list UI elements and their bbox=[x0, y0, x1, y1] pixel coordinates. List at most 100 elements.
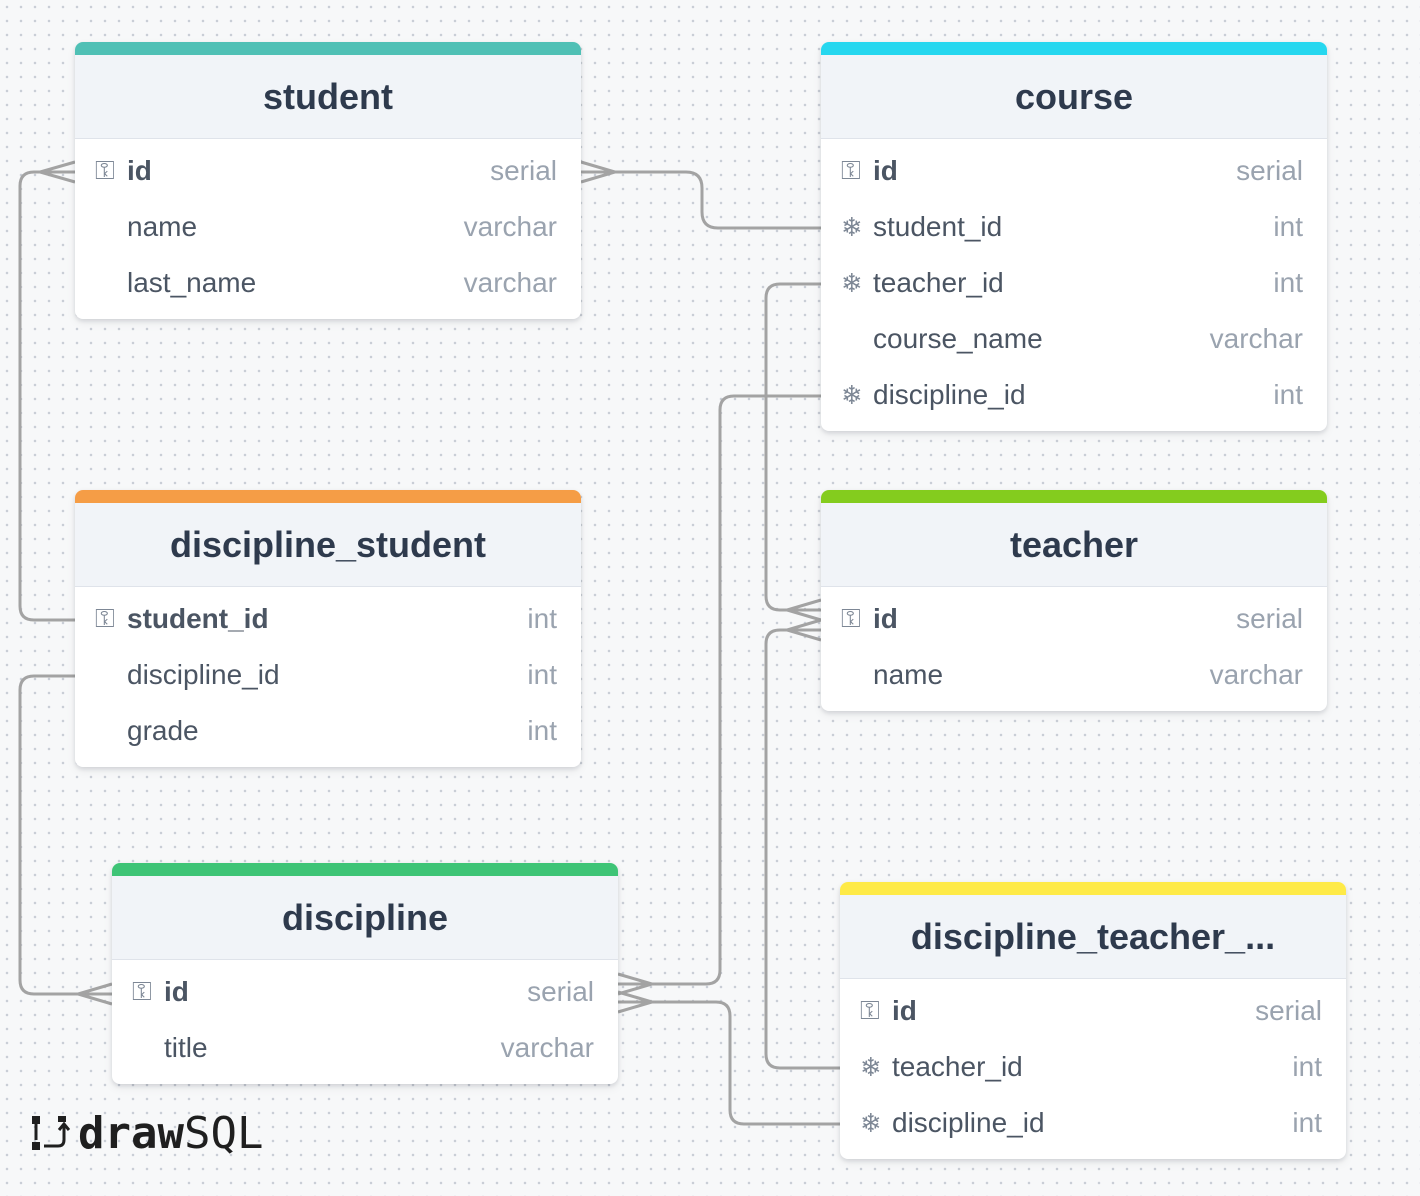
column-row[interactable]: ❄ student_id int bbox=[821, 199, 1327, 255]
crowfoot-discipline-upper bbox=[617, 972, 658, 996]
table-title[interactable]: discipline_student bbox=[75, 503, 581, 587]
no-icon bbox=[132, 1034, 164, 1062]
column-name: teacher_id bbox=[892, 1051, 1023, 1082]
crowfoot-discipline-left bbox=[72, 982, 113, 1006]
column-type: int bbox=[527, 603, 557, 634]
column-type: int bbox=[1292, 1051, 1322, 1082]
column-row[interactable]: name varchar bbox=[75, 199, 581, 255]
drawsql-logo-icon bbox=[32, 1115, 70, 1150]
table-color-bar bbox=[840, 882, 1346, 895]
column-name: id bbox=[873, 155, 898, 186]
column-type: varchar bbox=[463, 267, 557, 298]
table-title[interactable]: discipline_teacher_... bbox=[840, 895, 1346, 979]
column-name: student_id bbox=[873, 211, 1003, 242]
connector-course-discipline[interactable] bbox=[618, 394, 821, 986]
no-icon bbox=[95, 269, 127, 297]
column-type: int bbox=[1292, 1107, 1322, 1138]
column-row[interactable]: ⚿ id serial bbox=[840, 983, 1346, 1039]
column-name: course_name bbox=[873, 323, 1043, 354]
column-name: last_name bbox=[127, 267, 257, 298]
connector-discipline-teacher-discipline[interactable] bbox=[618, 1000, 840, 1126]
snowflake-icon: ❄ bbox=[860, 1107, 882, 1138]
table-discipline[interactable]: discipline ⚿ id serial title varchar bbox=[112, 863, 618, 1084]
column-row[interactable]: ⚿ id serial bbox=[75, 143, 581, 199]
column-row[interactable]: name varchar bbox=[821, 647, 1327, 703]
column-name: student_id bbox=[127, 603, 269, 634]
column-row[interactable]: ❄ discipline_id int bbox=[840, 1095, 1346, 1151]
table-discipline-teacher[interactable]: discipline_teacher_... ⚿ id serial ❄ tea… bbox=[840, 882, 1346, 1159]
table-teacher[interactable]: teacher ⚿ id serial name varchar bbox=[821, 490, 1327, 711]
column-type: serial bbox=[1255, 995, 1322, 1026]
connector-teacher-discipline-teacher[interactable] bbox=[764, 628, 840, 1070]
key-icon: ⚿ bbox=[841, 155, 861, 185]
crowfoot-student-left bbox=[34, 160, 76, 184]
column-type: serial bbox=[1236, 155, 1303, 186]
column-type: varchar bbox=[463, 211, 557, 242]
column-row[interactable]: discipline_id int bbox=[75, 647, 581, 703]
column-row[interactable]: course_name varchar bbox=[821, 311, 1327, 367]
no-icon bbox=[95, 661, 127, 689]
connector-student-course[interactable] bbox=[581, 170, 821, 230]
column-name: id bbox=[164, 976, 189, 1007]
column-row[interactable]: ❄ teacher_id int bbox=[840, 1039, 1346, 1095]
column-type: int bbox=[527, 659, 557, 690]
table-color-bar bbox=[75, 490, 581, 503]
no-icon bbox=[95, 717, 127, 745]
connector-student-discipline-student[interactable] bbox=[18, 170, 75, 622]
column-row[interactable]: ⚿ student_id int bbox=[75, 591, 581, 647]
table-title[interactable]: student bbox=[75, 55, 581, 139]
logo-text-sql: SQL bbox=[183, 1108, 264, 1159]
column-name: grade bbox=[127, 715, 199, 746]
column-row[interactable]: ⚿ id serial bbox=[821, 143, 1327, 199]
column-name: teacher_id bbox=[873, 267, 1004, 298]
table-color-bar bbox=[821, 490, 1327, 503]
key-icon: ⚿ bbox=[860, 995, 880, 1025]
column-name: name bbox=[127, 211, 198, 242]
table-course[interactable]: course ⚿ id serial ❄ student_id int ❄ te… bbox=[821, 42, 1327, 431]
table-discipline-student[interactable]: discipline_student ⚿ student_id int disc… bbox=[75, 490, 581, 767]
column-name: id bbox=[127, 155, 152, 186]
column-row[interactable]: ⚿ id serial bbox=[112, 964, 618, 1020]
snowflake-icon: ❄ bbox=[841, 379, 863, 410]
column-type: varchar bbox=[1209, 323, 1303, 354]
connector-discipline-student-discipline[interactable] bbox=[18, 674, 112, 996]
table-student[interactable]: student ⚿ id serial name varchar last_na… bbox=[75, 42, 581, 319]
column-row[interactable]: last_name varchar bbox=[75, 255, 581, 311]
key-icon: ⚿ bbox=[132, 976, 152, 1006]
table-title[interactable]: course bbox=[821, 55, 1327, 139]
column-name: discipline_id bbox=[873, 379, 1026, 410]
snowflake-icon: ❄ bbox=[841, 211, 863, 242]
crowfoot-teacher-lower bbox=[781, 618, 822, 642]
table-color-bar bbox=[75, 42, 581, 55]
column-type: serial bbox=[1236, 603, 1303, 634]
column-type: int bbox=[1273, 267, 1303, 298]
table-title[interactable]: teacher bbox=[821, 503, 1327, 587]
column-type: serial bbox=[490, 155, 557, 186]
table-color-bar bbox=[112, 863, 618, 876]
column-name: name bbox=[873, 659, 944, 690]
column-row[interactable]: title varchar bbox=[112, 1020, 618, 1076]
column-type: int bbox=[1273, 211, 1303, 242]
column-row[interactable]: ⚿ id serial bbox=[821, 591, 1327, 647]
crowfoot-student-right bbox=[580, 160, 621, 184]
column-type: varchar bbox=[500, 1032, 594, 1063]
column-name: discipline_id bbox=[892, 1107, 1045, 1138]
column-row[interactable]: ❄ teacher_id int bbox=[821, 255, 1327, 311]
snowflake-icon: ❄ bbox=[841, 267, 863, 298]
column-name: discipline_id bbox=[127, 659, 280, 690]
column-row[interactable]: grade int bbox=[75, 703, 581, 759]
column-type: int bbox=[527, 715, 557, 746]
column-type: int bbox=[1273, 379, 1303, 410]
column-row[interactable]: ❄ discipline_id int bbox=[821, 367, 1327, 423]
key-icon: ⚿ bbox=[95, 155, 115, 185]
logo-text-draw: draw bbox=[78, 1108, 184, 1159]
snowflake-icon: ❄ bbox=[860, 1051, 882, 1082]
no-icon bbox=[841, 661, 873, 689]
no-icon bbox=[95, 213, 127, 241]
key-icon: ⚿ bbox=[841, 603, 861, 633]
table-title[interactable]: discipline bbox=[112, 876, 618, 960]
crowfoot-discipline-lower bbox=[617, 990, 658, 1014]
connector-course-teacher[interactable] bbox=[764, 282, 821, 612]
